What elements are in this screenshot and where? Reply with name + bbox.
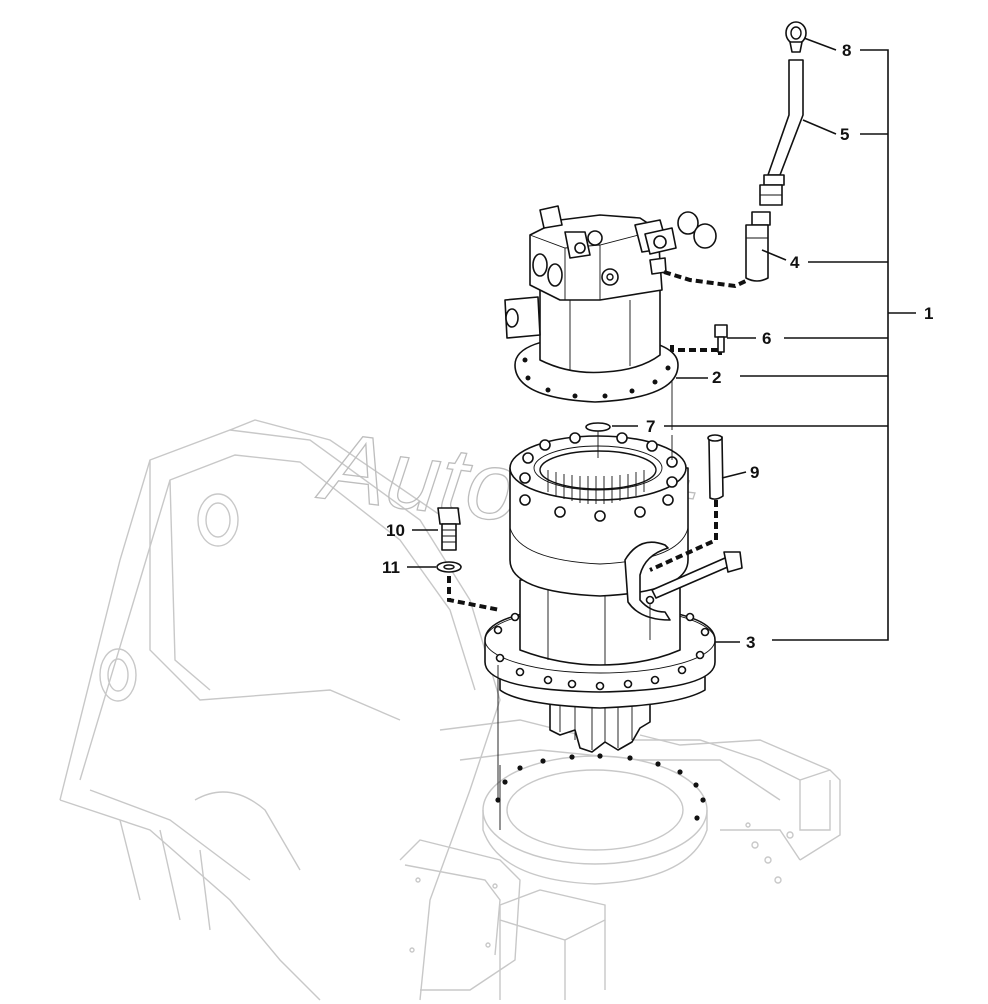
callout-11: 11 (382, 558, 400, 577)
part-10-bolt (437, 507, 461, 551)
callout-5: 5 (840, 125, 849, 144)
upper-bolt-heads (519, 432, 678, 522)
part-9-pin (707, 434, 724, 500)
part-7-o-ring (585, 422, 611, 432)
callout-leader-lines (407, 37, 916, 643)
callout-2: 2 (712, 368, 721, 387)
callout-10: 10 (386, 521, 405, 540)
lower-frame-background (439, 719, 841, 885)
assembly-guide-lines (447, 270, 749, 830)
callout-9: 9 (750, 463, 759, 482)
callout-labels: 1 2 3 4 5 6 7 8 9 10 11 (382, 41, 933, 652)
callout-1: 1 (924, 304, 933, 323)
upper-frame-background (59, 419, 606, 1001)
part-11-washer (436, 561, 462, 573)
callout-8: 8 (842, 41, 851, 60)
part-8-dipstick-ring (785, 21, 807, 53)
part-6-screw (714, 324, 728, 353)
part-4-gauge-pipe-fitting (745, 211, 771, 282)
callout-3: 3 (746, 633, 755, 652)
part-5-level-gauge-tube (759, 59, 804, 206)
callout-6: 6 (762, 329, 771, 348)
flange-holes (493, 612, 710, 691)
part-3-reduction-gear (484, 432, 743, 753)
callout-7: 7 (646, 417, 655, 436)
callout-4: 4 (790, 253, 800, 272)
part-2-swing-motor (504, 205, 717, 403)
